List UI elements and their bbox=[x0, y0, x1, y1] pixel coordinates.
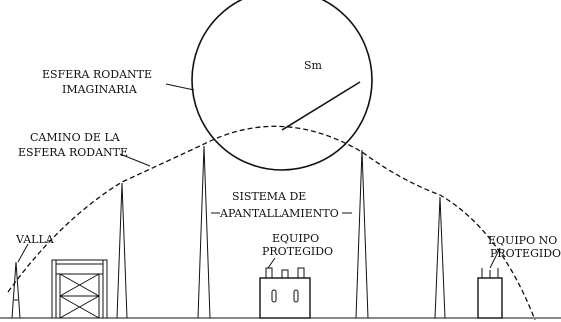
protected-label-line2: PROTEGIDO bbox=[262, 245, 333, 258]
sphere-leader-line bbox=[165, 83, 195, 91]
shield-mast-right bbox=[434, 196, 446, 319]
shield-mast-left bbox=[116, 182, 128, 319]
unprotected-equipment bbox=[477, 268, 503, 319]
unprotected-label-line1: EQUIPO NO bbox=[488, 234, 557, 247]
unprotected-label-line2: PROTEGIDO bbox=[490, 247, 561, 260]
fence-structure bbox=[11, 261, 21, 319]
protected-equipment bbox=[259, 267, 311, 319]
shield-label-line2: APANTALLAMIENTO bbox=[219, 207, 339, 220]
unprotected-leader-line bbox=[489, 247, 501, 269]
truss-structure bbox=[51, 259, 108, 319]
fence-leader-line bbox=[17, 243, 29, 263]
protected-leader-line bbox=[267, 257, 276, 269]
path-leader-line bbox=[119, 153, 151, 167]
shield-mast-center-right bbox=[355, 149, 369, 319]
fence-label: VALLA bbox=[15, 233, 55, 246]
shield-label-line1: SISTEMA DE bbox=[232, 190, 306, 203]
rolling-sphere-path bbox=[7, 125, 536, 321]
protected-label-line1: EQUIPO bbox=[272, 232, 319, 245]
radius-line bbox=[281, 81, 361, 131]
path-label-line1: CAMINO DE LA bbox=[30, 131, 121, 144]
rolling-sphere-label-line1: ESFERA RODANTE bbox=[42, 68, 152, 81]
rolling-sphere-circle bbox=[191, 0, 373, 171]
path-label-line2: ESFERA RODANTE bbox=[18, 146, 128, 159]
radius-label: Sm bbox=[304, 59, 323, 72]
shield-mast-center-left bbox=[197, 145, 211, 319]
rolling-sphere-label-line2: IMAGINARIA bbox=[62, 83, 138, 96]
